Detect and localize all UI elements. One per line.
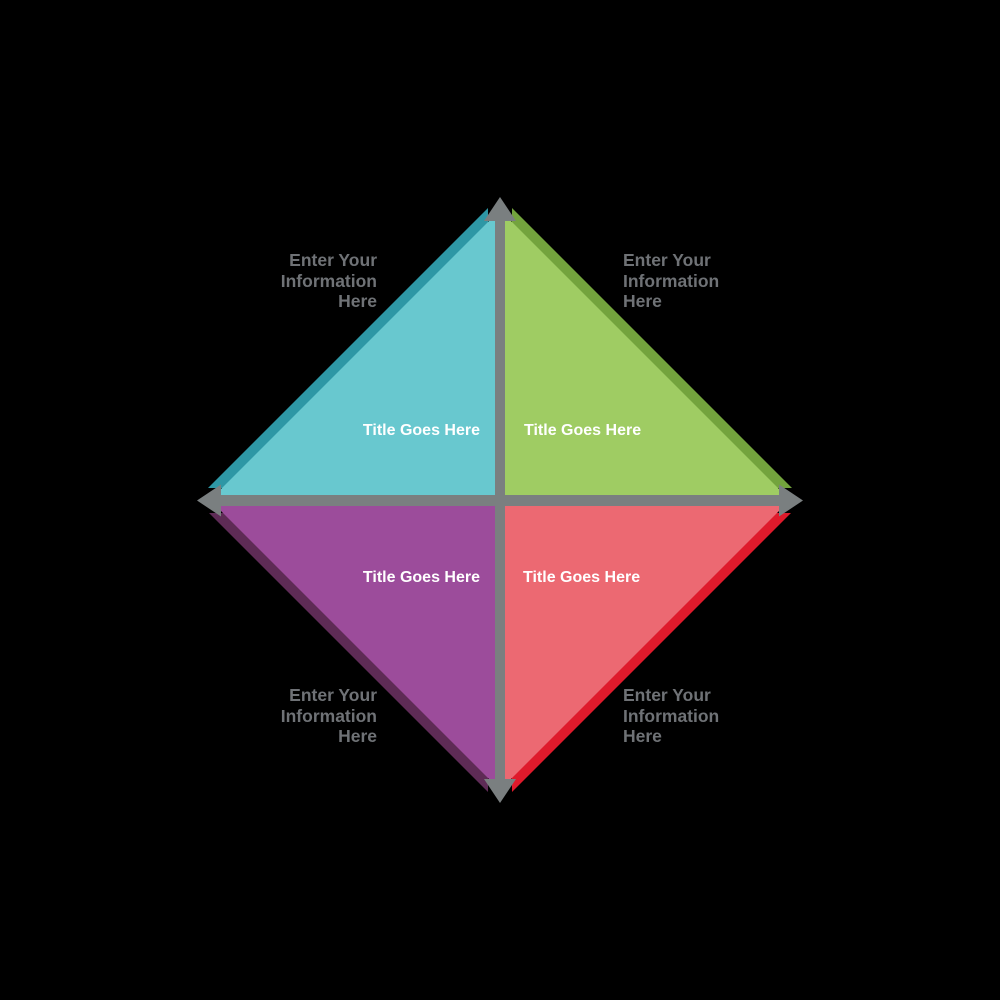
info-label-bottom-left[interactable]: Enter Your Information Here <box>280 685 377 746</box>
quadrant-title-top-right[interactable]: Title Goes Here <box>524 422 642 439</box>
horizontal-axis-line <box>212 495 788 506</box>
quadrant-top-left-triangle[interactable] <box>215 215 495 495</box>
info-label-top-right[interactable]: Enter Your Information Here <box>623 250 720 311</box>
quadrant-bottom-right-triangle[interactable] <box>505 506 784 785</box>
quadrant-title-bottom-left[interactable]: Title Goes Here <box>362 569 480 586</box>
quadrant-title-bottom-right[interactable]: Title Goes Here <box>523 569 641 586</box>
quadrant-bottom-left-triangle[interactable] <box>216 506 495 785</box>
up-arrowhead-icon <box>484 197 516 221</box>
quadrant-top-right-triangle[interactable] <box>505 215 785 495</box>
right-arrowhead-icon <box>779 484 803 517</box>
quadrant-title-top-left[interactable]: Title Goes Here <box>362 422 480 439</box>
left-arrowhead-icon <box>197 484 221 517</box>
info-label-top-left[interactable]: Enter Your Information Here <box>280 250 377 311</box>
info-label-bottom-right[interactable]: Enter Your Information Here <box>623 685 720 746</box>
down-arrowhead-icon <box>484 779 516 803</box>
